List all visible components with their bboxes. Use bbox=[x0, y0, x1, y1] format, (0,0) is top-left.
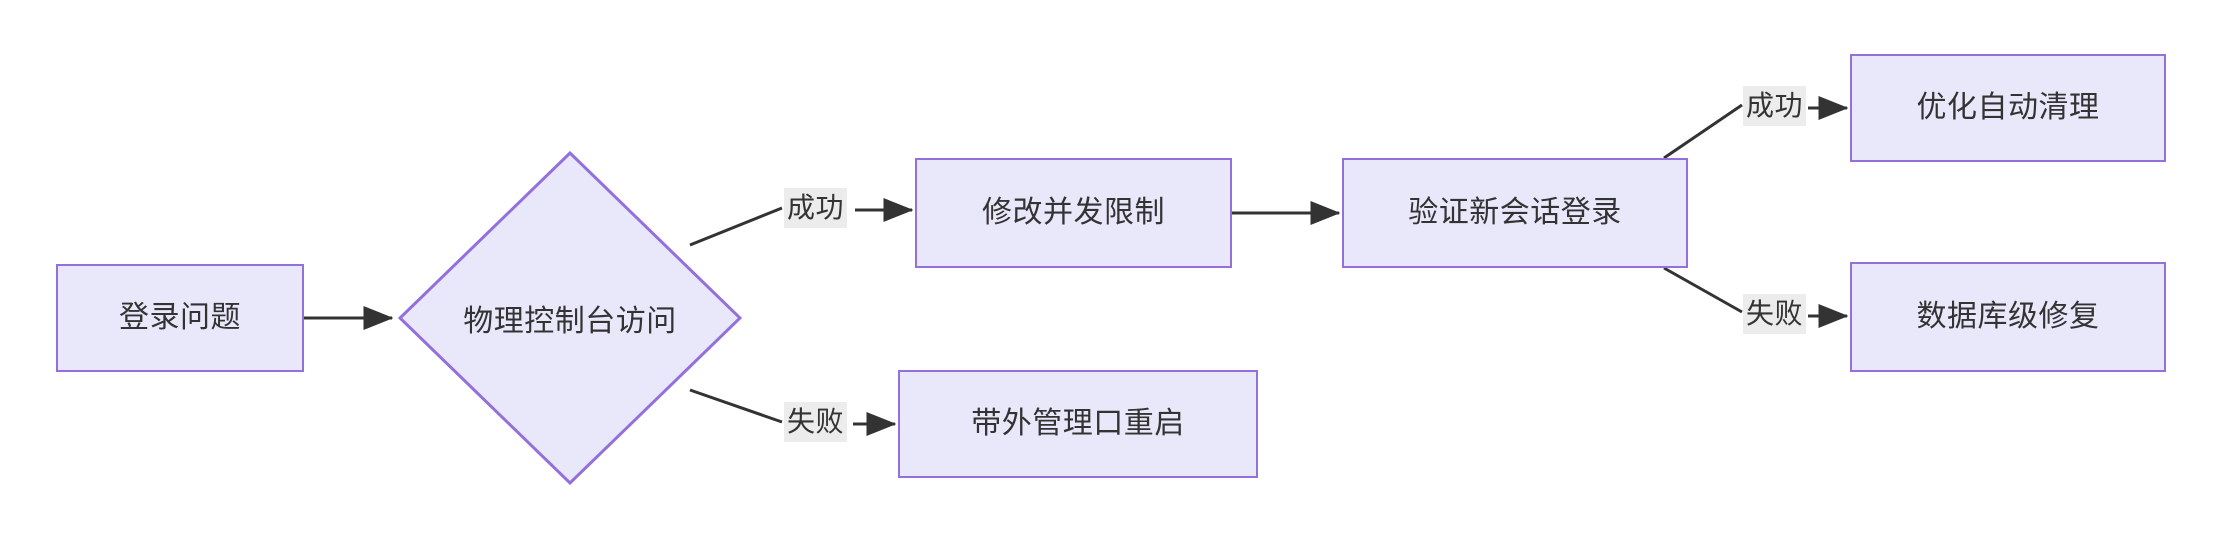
diamond-shape bbox=[398, 151, 742, 485]
node-verify-new-session-login[interactable]: 验证新会话登录 bbox=[1342, 158, 1688, 268]
node-modify-concurrency-limit[interactable]: 修改并发限制 bbox=[915, 158, 1232, 268]
node-verify-new-session-login-label: 验证新会话登录 bbox=[1408, 196, 1622, 229]
node-physical-console-access[interactable]: 物理控制台访问 bbox=[398, 151, 742, 485]
node-oob-management-reboot-label: 带外管理口重启 bbox=[971, 407, 1185, 440]
edge-label-success-top: 成功 bbox=[784, 188, 848, 228]
node-optimize-auto-cleanup-label: 优化自动清理 bbox=[1916, 91, 2100, 124]
node-database-level-repair[interactable]: 数据库级修复 bbox=[1850, 262, 2166, 372]
node-modify-concurrency-limit-label: 修改并发限制 bbox=[982, 196, 1165, 229]
node-database-level-repair-label: 数据库级修复 bbox=[1916, 300, 2100, 333]
edge-verify-to-repair-a bbox=[1663, 266, 1743, 314]
node-optimize-auto-cleanup[interactable]: 优化自动清理 bbox=[1850, 54, 2166, 162]
edge-verify-to-cleanup-a bbox=[1663, 103, 1743, 160]
edge-label-failure-right: 失败 bbox=[1743, 294, 1807, 334]
node-login-issue-label: 登录问题 bbox=[119, 301, 241, 334]
edge-label-success-right: 成功 bbox=[1743, 86, 1807, 126]
node-login-issue[interactable]: 登录问题 bbox=[56, 264, 304, 372]
node-oob-management-reboot[interactable]: 带外管理口重启 bbox=[898, 370, 1258, 478]
edge-label-failure-bottom: 失败 bbox=[784, 402, 848, 442]
node-physical-console-access-label: 物理控制台访问 bbox=[463, 305, 677, 338]
